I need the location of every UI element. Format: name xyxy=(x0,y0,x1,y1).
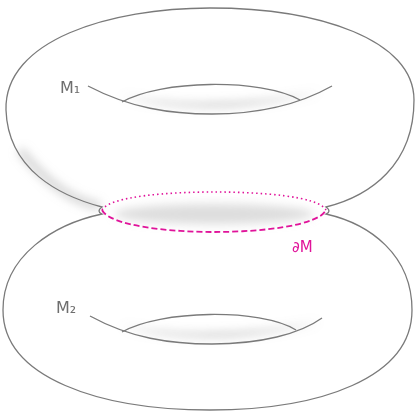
surface-outline xyxy=(3,8,414,410)
hole-upper-arc xyxy=(122,314,296,332)
boundary-back xyxy=(102,192,326,210)
boundary-label: ∂M xyxy=(292,240,313,255)
boundary-front xyxy=(102,210,326,232)
shading xyxy=(20,92,320,337)
region-label: M₁ xyxy=(60,80,80,96)
hole-upper-arc xyxy=(122,84,300,102)
region-label: M₂ xyxy=(56,300,76,316)
